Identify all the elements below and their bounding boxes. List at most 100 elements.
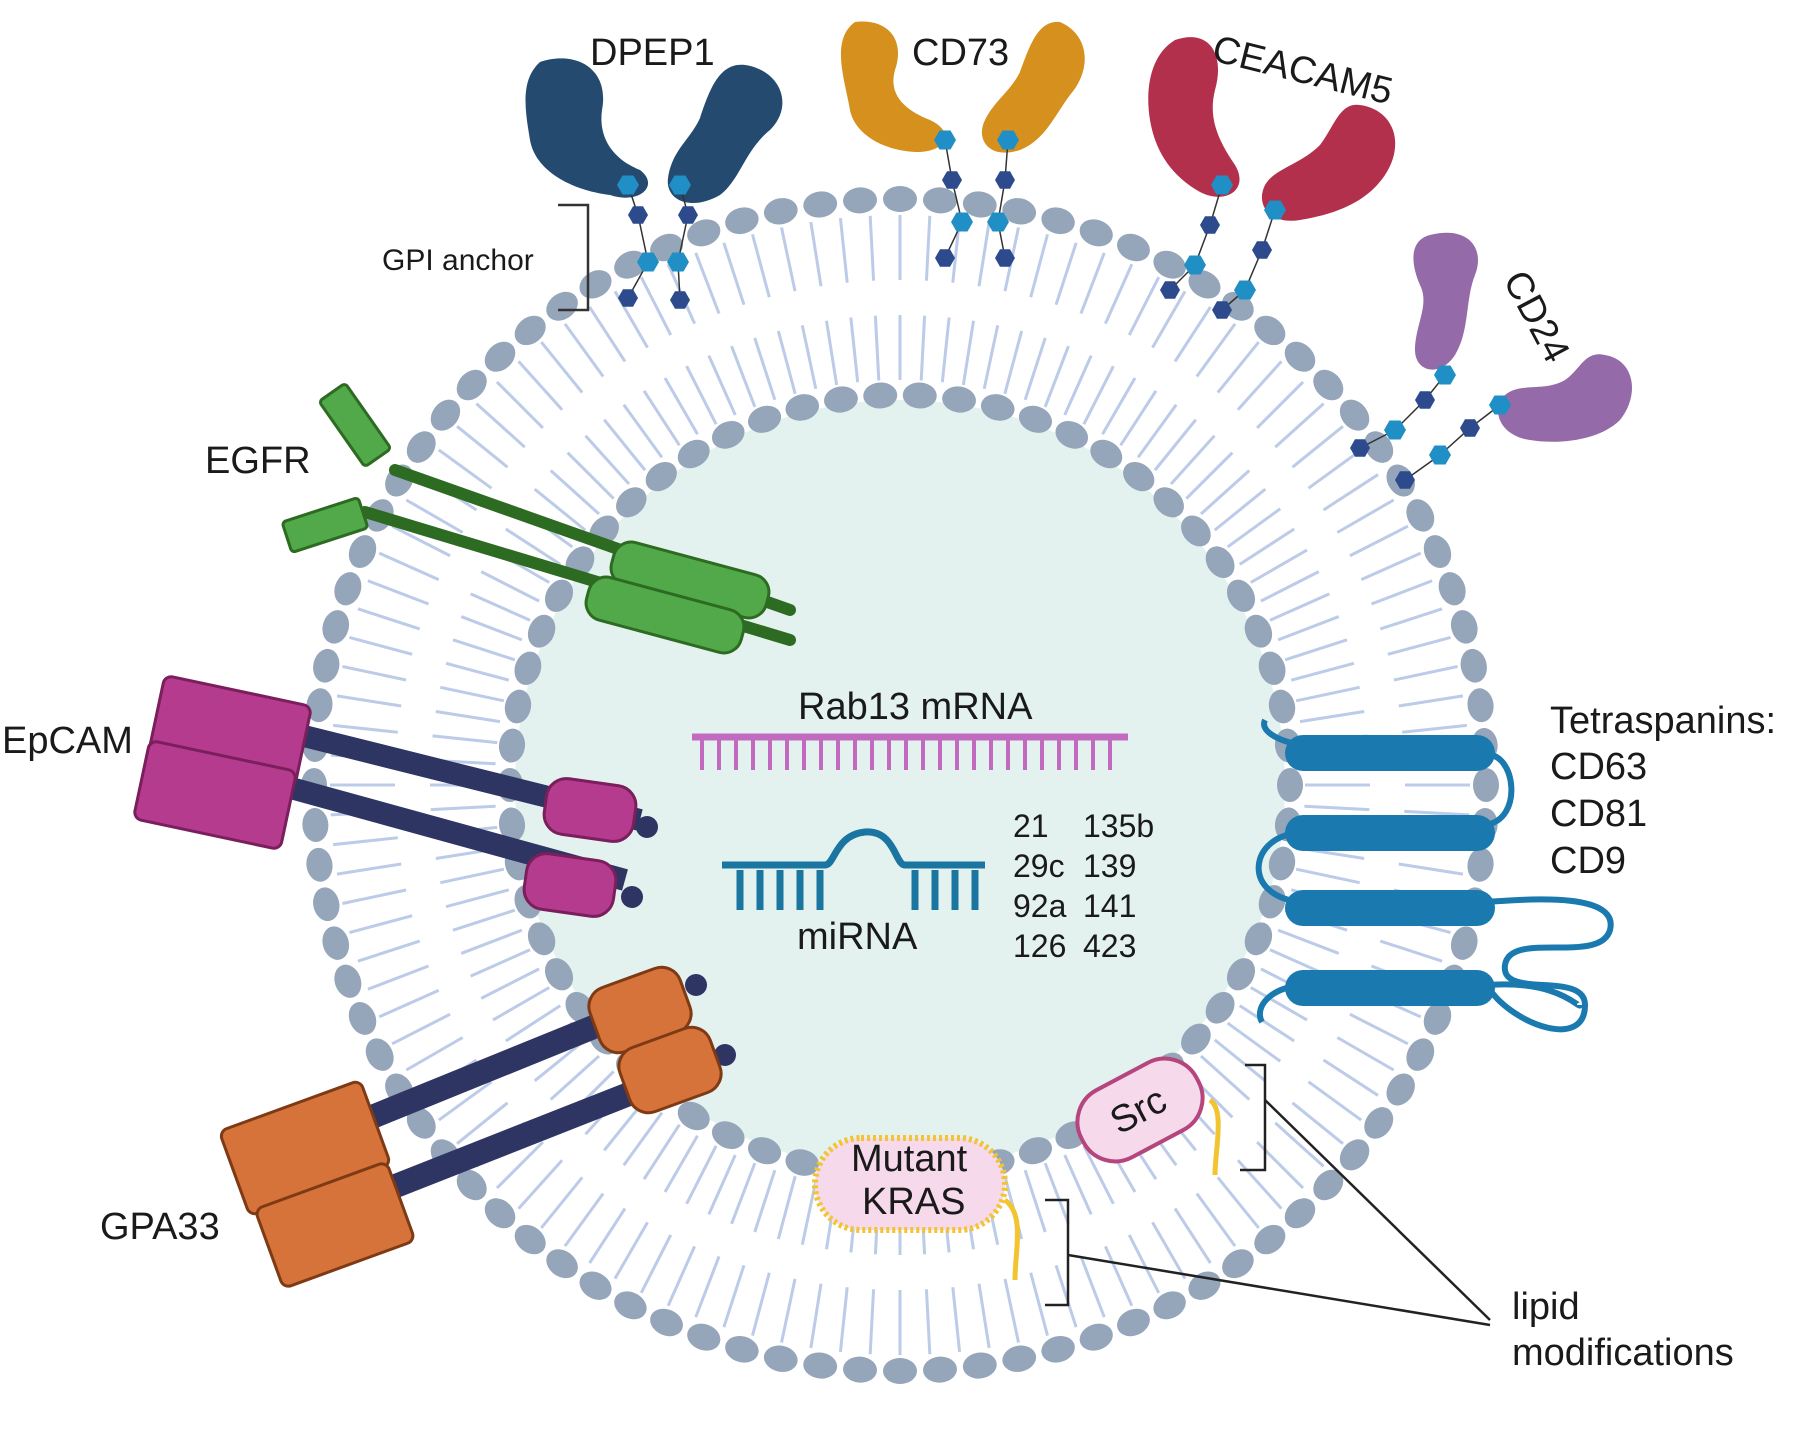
lipid-head: [484, 341, 516, 372]
glycan-unit: [1384, 420, 1406, 440]
gpi-anchor-glycans: [617, 130, 1511, 489]
lipid-tail: [1379, 939, 1443, 963]
lipid-head: [365, 1038, 394, 1071]
glycan-unit: [1264, 200, 1286, 220]
lipid-tail: [342, 665, 407, 682]
lipid-head: [1153, 487, 1184, 518]
lipid-tail: [977, 1283, 991, 1349]
lipid-tail: [1216, 341, 1260, 394]
lipid-tail: [1349, 1012, 1409, 1046]
lipid-tail: [919, 315, 927, 381]
epcam-protein: [133, 675, 658, 918]
lipid-tail: [838, 217, 849, 283]
glycan-unit: [1212, 301, 1232, 319]
lipid-head: [1284, 1198, 1316, 1229]
lipid-tail: [809, 221, 823, 287]
lipid-head: [546, 1249, 578, 1279]
lipid-tail: [1195, 1192, 1237, 1248]
gpi-anchor-label: GPI anchor: [382, 244, 534, 277]
glycan-unit: [987, 212, 1009, 232]
glycan-unit: [942, 171, 962, 189]
lipid-head: [1079, 219, 1113, 247]
lipid-head: [803, 1352, 838, 1379]
lipid-tail: [470, 948, 531, 978]
lipid-tail: [349, 914, 413, 934]
epcam-label: EpCAM: [2, 720, 133, 762]
lipid-head: [883, 1358, 917, 1384]
lipid-tail: [470, 592, 531, 622]
glycan-unit: [1211, 175, 1233, 195]
lipid-tail: [1023, 337, 1047, 401]
glycan-unit: [667, 252, 689, 272]
mirna-glyph: [722, 828, 985, 910]
lipid-tail: [336, 694, 402, 708]
lipid-head: [677, 439, 710, 469]
lipid-modifications-label-line2: modifications: [1512, 1332, 1734, 1374]
lipid-head: [527, 614, 556, 648]
lipid-tail: [666, 1245, 696, 1307]
lipid-tail: [1322, 1058, 1379, 1097]
lipid-tail: [809, 1283, 823, 1349]
lipid-tail: [730, 1162, 757, 1225]
glycan-unit: [951, 212, 973, 232]
src-protein: [1075, 1056, 1221, 1176]
lipid-tail: [1029, 1272, 1049, 1336]
lipid-head: [1364, 431, 1394, 463]
lipid-tail: [694, 1255, 721, 1318]
lipid-head: [1090, 439, 1123, 469]
lipid-head: [348, 1002, 377, 1035]
lipid-tail: [751, 1272, 771, 1336]
lipid-head: [1002, 198, 1037, 225]
lipid-head: [1268, 846, 1296, 881]
lipid-head: [942, 386, 976, 413]
lipid-head: [514, 315, 546, 346]
lipid-tail: [1029, 234, 1049, 298]
lipid-tail: [1101, 377, 1137, 436]
lipid-tail: [1322, 473, 1379, 512]
lipid-tail: [1404, 809, 1470, 817]
lipid-head: [546, 291, 578, 321]
lipid-tail: [1153, 418, 1197, 472]
lipid-tail: [1226, 507, 1282, 549]
lipid-tail: [540, 1176, 584, 1229]
mutant-kras-label-line1: Mutant: [851, 1138, 968, 1180]
lipid-head: [1254, 315, 1286, 346]
lipid-head: [962, 191, 997, 218]
lipid-head: [504, 689, 532, 724]
lipid-head: [1313, 1169, 1344, 1201]
lipid-tail: [432, 734, 498, 745]
lipid-head: [1018, 1137, 1053, 1165]
lipid-head: [334, 964, 362, 998]
lipid-tail: [838, 1287, 849, 1353]
lipid-tail: [1256, 380, 1305, 429]
lipid-head: [544, 579, 574, 612]
lipid-tail: [642, 1123, 681, 1180]
lipid-head: [313, 887, 340, 922]
lipid-tail: [1291, 1101, 1344, 1145]
glycan-unit: [1200, 216, 1220, 234]
rab13-mrna-label: Rab13 mRNA: [798, 686, 1033, 728]
lipid-tail: [639, 276, 673, 336]
lipid-tail: [460, 928, 523, 955]
lipid-head: [1467, 847, 1494, 882]
lipid-tail: [951, 1287, 962, 1353]
lipid-tail: [456, 1101, 509, 1145]
glycan-unit: [1429, 445, 1451, 465]
lipid-tail: [549, 469, 601, 516]
lipid-tail: [1249, 548, 1308, 584]
glycan-unit: [1184, 255, 1206, 275]
lipid-tail: [357, 607, 421, 631]
lipid-tail: [367, 964, 430, 991]
lipid-tail: [1236, 1159, 1283, 1210]
lipid-head: [962, 1352, 997, 1379]
lipid-tail: [1104, 1245, 1134, 1307]
lipid-tail: [1260, 570, 1320, 603]
lipid-tail: [357, 939, 421, 963]
lipid-head: [1244, 614, 1273, 648]
mutant-kras-protein: [812, 1135, 1020, 1281]
glycan-unit: [1395, 471, 1415, 489]
lipid-head: [484, 1198, 516, 1229]
lipid-head: [747, 1137, 782, 1165]
lipid-head: [785, 394, 820, 421]
